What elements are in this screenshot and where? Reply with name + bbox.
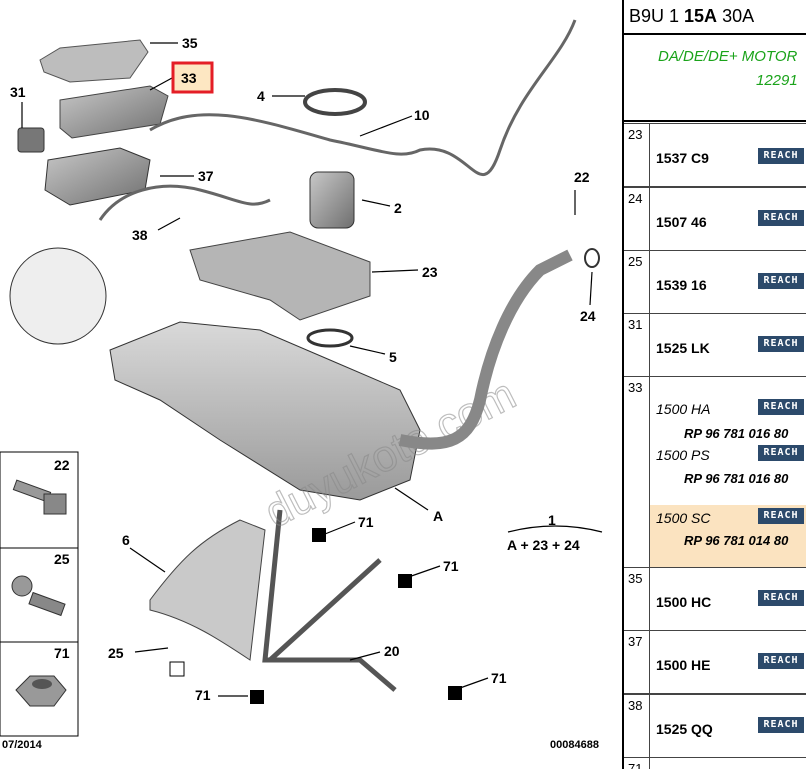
callout-A[interactable]: A (433, 508, 443, 524)
callout-37[interactable]: 37 (198, 168, 214, 184)
callout-20[interactable]: 20 (384, 643, 400, 659)
lock-ring-4[interactable] (303, 88, 367, 116)
part-num: 38 (624, 695, 650, 757)
reach-badge[interactable]: REACH (758, 653, 804, 669)
callout-23[interactable]: 23 (422, 264, 438, 280)
part-code: 1500 HE (656, 657, 711, 673)
fastener-25-marker (169, 661, 185, 677)
inset-label-25: 25 (54, 551, 70, 567)
fastener-markers (250, 528, 462, 704)
variant-code: 1500 PS (656, 447, 710, 463)
part-row-24[interactable]: 24 1507 46 REACH (624, 187, 806, 251)
callout-5[interactable]: 5 (389, 349, 397, 365)
part-num: 23 (624, 124, 650, 186)
callout-33-highlight (171, 61, 214, 94)
diagram-ref-number: 00084688 (550, 739, 599, 751)
part-num: 25 (624, 251, 650, 313)
panel-subtitle: DA/DE/DE+ MOTOR 12291 (624, 35, 806, 122)
title-part-2: 15A (684, 6, 718, 26)
variant-ref: RP 96 781 016 80 (684, 426, 789, 441)
fuel-tank-A[interactable] (109, 321, 421, 501)
reach-badge[interactable]: REACH (758, 336, 804, 352)
callout-25[interactable]: 25 (108, 645, 124, 661)
seal-5[interactable] (306, 328, 354, 348)
part-code: 1525 LK (656, 340, 710, 356)
reach-badge[interactable]: REACH (758, 508, 804, 524)
hose-10[interactable] (149, 19, 577, 176)
reach-badge[interactable]: REACH (758, 399, 804, 415)
fuel-pump-2[interactable] (309, 171, 355, 229)
formula-brace (507, 525, 603, 533)
filler-pipe[interactable] (398, 249, 573, 450)
heat-shield-35[interactable] (39, 39, 149, 83)
part-row-38[interactable]: 38 1525 QQ REACH (624, 694, 806, 758)
title-part-1: B9U 1 (629, 6, 685, 26)
part-row-31[interactable]: 31 1525 LK REACH (624, 313, 806, 377)
callout-71-c[interactable]: 71 (195, 687, 211, 703)
panel-title: B9U 1 15A 30A (624, 0, 806, 35)
diagram-date: 07/2014 (2, 739, 43, 751)
reach-badge[interactable]: REACH (758, 210, 804, 226)
callout-71-a[interactable]: 71 (358, 514, 374, 530)
strap-20[interactable] (262, 509, 397, 692)
part-row-23[interactable]: 23 1537 C9 REACH (624, 123, 806, 187)
reach-badge[interactable]: REACH (758, 445, 804, 461)
part-row-35[interactable]: 35 1500 HC REACH (624, 567, 806, 631)
callout-24[interactable]: 24 (580, 308, 596, 324)
part-code: 1500 HC (656, 594, 712, 610)
part-code: 1539 16 (656, 277, 707, 293)
callout-35[interactable]: 35 (182, 35, 198, 51)
frame-23[interactable] (189, 231, 371, 321)
part-row-37[interactable]: 37 1500 HE REACH (624, 630, 806, 694)
parts-list-panel: B9U 1 15A 30A DA/DE/DE+ MOTOR 12291 23 1… (622, 0, 806, 769)
canister-37[interactable] (44, 147, 151, 206)
subtitle-engine: DA/DE/DE+ MOTOR (658, 48, 798, 65)
detail-circle (9, 247, 107, 345)
callout-31[interactable]: 31 (10, 84, 26, 100)
callout-2[interactable]: 2 (394, 200, 402, 216)
variant-ref: RP 96 781 016 80 (684, 471, 789, 486)
parts-diagram: 35 33 31 4 10 37 2 38 22 23 24 5 A 6 1 7… (0, 19, 603, 751)
variant-ref-selected: RP 96 781 014 80 (684, 533, 789, 548)
callout-10[interactable]: 10 (414, 107, 430, 123)
callout-1[interactable]: 1 (548, 512, 556, 528)
filler-neck-24[interactable] (584, 248, 600, 268)
part-code: 1525 QQ (656, 721, 713, 737)
part-code: 1537 C9 (656, 150, 709, 166)
part-num: 37 (624, 631, 650, 693)
part-code: 1507 46 (656, 214, 707, 230)
reach-badge[interactable]: REACH (758, 590, 804, 606)
part-row-33[interactable]: 33 1500 HA REACH RP 96 781 016 80 1500 P… (624, 376, 806, 568)
formula-text: A + 23 + 24 (507, 537, 580, 553)
part-num: 31 (624, 314, 650, 376)
reach-badge[interactable]: REACH (758, 273, 804, 289)
inset-label-71: 71 (54, 645, 70, 661)
callout-6[interactable]: 6 (122, 532, 130, 548)
title-part-3: 30A (717, 6, 755, 26)
reach-badge[interactable]: REACH (758, 717, 804, 733)
part-row-25[interactable]: 25 1539 16 REACH (624, 250, 806, 314)
callout-22[interactable]: 22 (574, 169, 590, 185)
callout-4[interactable]: 4 (257, 88, 265, 104)
reach-badge[interactable]: REACH (758, 148, 804, 164)
valve-31[interactable] (17, 127, 45, 153)
callout-71-d[interactable]: 71 (491, 670, 507, 686)
callout-71-b[interactable]: 71 (443, 558, 459, 574)
callout-33[interactable]: 33 (181, 70, 197, 86)
inset-label-22: 22 (54, 457, 70, 473)
part-num: 35 (624, 568, 650, 630)
subtitle-code: 12291 (756, 72, 798, 89)
part-num: 24 (624, 188, 650, 250)
inset-fasteners: 22 25 71 (0, 451, 79, 737)
callout-38[interactable]: 38 (132, 227, 148, 243)
part-num: 33 (624, 377, 650, 567)
part-row-71[interactable]: 71 (624, 757, 806, 769)
variant-code-selected: 1500 SC (656, 510, 711, 526)
hose-38[interactable] (98, 184, 271, 221)
part-num: 71 (624, 758, 650, 769)
heat-shield-6[interactable] (149, 519, 266, 661)
variant-code: 1500 HA (656, 401, 711, 417)
